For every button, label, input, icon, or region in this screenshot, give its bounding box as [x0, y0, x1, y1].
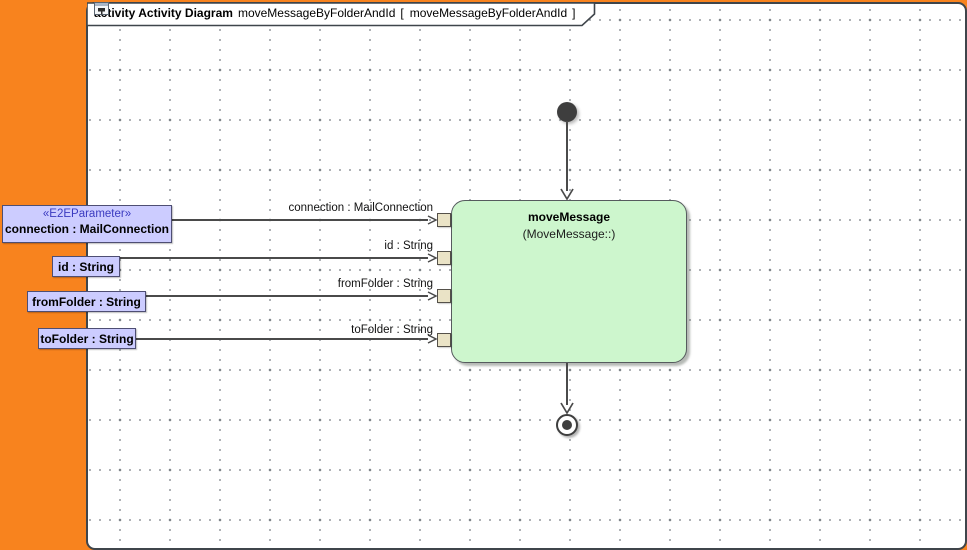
flow-label-tofolder[interactable]: toFolder : String: [351, 324, 433, 336]
action-title: moveMessage: [527, 210, 611, 224]
parameter-name: toFolder : String: [40, 332, 134, 346]
object-flow-tofolder[interactable]: [136, 338, 428, 340]
control-flow-action-to-final[interactable]: [566, 363, 568, 405]
action-node-movemessage[interactable]: moveMessage (MoveMessage::): [451, 200, 687, 363]
parameter-node-fromfolder[interactable]: fromFolder : String: [27, 291, 146, 312]
arrowhead-right-icon: [427, 215, 438, 225]
input-pin-connection[interactable]: [437, 213, 451, 227]
flow-label-connection[interactable]: connection : MailConnection: [288, 202, 433, 214]
parameter-node-connection[interactable]: «E2EParameter» connection : MailConnecti…: [2, 205, 172, 243]
frame-tab-text: activity Activity Diagram moveMessageByFo…: [94, 2, 575, 24]
parameter-node-id[interactable]: id : String: [52, 256, 120, 277]
object-flow-id[interactable]: [120, 257, 428, 259]
flow-label-fromfolder[interactable]: fromFolder : String: [337, 278, 433, 290]
object-flow-fromfolder[interactable]: [146, 295, 428, 297]
frame-kind-label: activity Activity Diagram: [94, 6, 233, 20]
frame-context-name: moveMessageByFolderAndId: [409, 6, 568, 20]
arrowhead-down-icon: [560, 188, 574, 201]
control-flow-initial-to-action[interactable]: [566, 121, 568, 191]
arrowhead-right-icon: [427, 291, 438, 301]
parameter-stereotype: «E2EParameter»: [42, 208, 132, 220]
parameter-name: id : String: [58, 260, 114, 274]
input-pin-tofolder[interactable]: [437, 333, 451, 347]
frame-diagram-name: moveMessageByFolderAndId: [237, 6, 396, 20]
parameter-name: fromFolder : String: [32, 295, 141, 309]
diagram-frame-tab[interactable]: activity Activity Diagram moveMessageByFo…: [87, 2, 597, 27]
initial-node[interactable]: [557, 102, 577, 122]
action-subtitle: (MoveMessage::): [522, 227, 616, 241]
final-node-dot: [562, 420, 572, 430]
input-pin-fromfolder[interactable]: [437, 289, 451, 303]
arrowhead-right-icon: [427, 334, 438, 344]
parameter-name: connection : MailConnection: [5, 222, 169, 236]
arrowhead-down-icon: [560, 402, 574, 415]
frame-bracket-open: [: [400, 6, 404, 20]
frame-bracket-close: ]: [572, 6, 576, 20]
activity-final-node[interactable]: [556, 414, 578, 436]
object-flow-connection[interactable]: [172, 219, 428, 221]
frame-tab-shape: [87, 2, 596, 27]
arrowhead-right-icon: [427, 253, 438, 263]
parameter-node-tofolder[interactable]: toFolder : String: [38, 328, 136, 349]
input-pin-id[interactable]: [437, 251, 451, 265]
flow-label-id[interactable]: id : String: [384, 240, 433, 252]
